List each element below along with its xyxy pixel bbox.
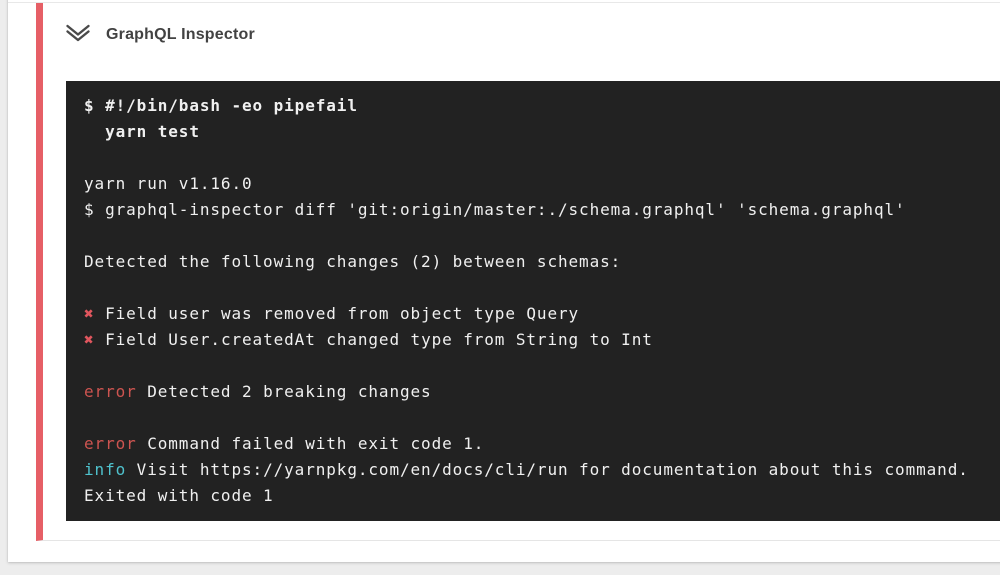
terminal-line: ✖ Field user was removed from object typ… xyxy=(84,301,1000,327)
terminal-text-segment: Command failed with exit code 1. xyxy=(136,434,485,453)
terminal-text-segment: ✖ xyxy=(84,330,95,349)
terminal-text-segment: $ graphql-inspector diff 'git:origin/mas… xyxy=(84,200,906,219)
terminal-line: $ #!/bin/bash -eo pipefail xyxy=(84,93,1000,119)
terminal-text-segment: info xyxy=(84,460,127,479)
terminal-line xyxy=(84,275,1000,301)
terminal-text-segment: Field user was removed from object type … xyxy=(94,304,580,323)
terminal-text-segment: yarn test xyxy=(84,122,200,141)
terminal-line: info Visit https://yarnpkg.com/en/docs/c… xyxy=(84,457,1000,483)
terminal-line: error Command failed with exit code 1. xyxy=(84,431,1000,457)
terminal-line xyxy=(84,353,1000,379)
terminal-text-segment: ✖ xyxy=(84,304,95,323)
terminal-text-segment: Visit https://yarnpkg.com/en/docs/cli/ru… xyxy=(126,460,969,479)
terminal-text-segment: Field User.createdAt changed type from S… xyxy=(94,330,653,349)
step-header: GraphQL Inspector xyxy=(43,3,1000,51)
terminal-text-segment: error xyxy=(84,434,137,453)
terminal-line xyxy=(84,405,1000,431)
terminal-output: $ #!/bin/bash -eo pipefail yarn test yar… xyxy=(66,81,1000,521)
terminal-text-segment: Detected 2 breaking changes xyxy=(136,382,432,401)
step-section: GraphQL Inspector $ #!/bin/bash -eo pipe… xyxy=(36,3,1000,541)
terminal-line: error Detected 2 breaking changes xyxy=(84,379,1000,405)
collapse-step-button[interactable] xyxy=(64,23,92,47)
build-step-card: GraphQL Inspector $ #!/bin/bash -eo pipe… xyxy=(8,0,1000,562)
terminal-line: ✖ Field User.createdAt changed type from… xyxy=(84,327,1000,353)
terminal-text-segment: error xyxy=(84,382,137,401)
terminal-text-segment: Exited with code 1 xyxy=(84,486,274,505)
terminal-text-segment: yarn run v1.16.0 xyxy=(84,174,253,193)
terminal-line: yarn test xyxy=(84,119,1000,145)
terminal-line: $ graphql-inspector diff 'git:origin/mas… xyxy=(84,197,1000,223)
terminal-text-segment: Detected the following changes (2) betwe… xyxy=(84,252,622,271)
step-title: GraphQL Inspector xyxy=(106,25,255,43)
section-divider xyxy=(8,2,1000,3)
terminal-line xyxy=(84,223,1000,249)
terminal-line: Exited with code 1 xyxy=(84,483,1000,509)
terminal-text-segment: $ #!/bin/bash -eo pipefail xyxy=(84,96,358,115)
terminal-line xyxy=(84,145,1000,171)
terminal-line: yarn run v1.16.0 xyxy=(84,171,1000,197)
chevron-double-down-icon xyxy=(64,22,92,48)
terminal-line: Detected the following changes (2) betwe… xyxy=(84,249,1000,275)
